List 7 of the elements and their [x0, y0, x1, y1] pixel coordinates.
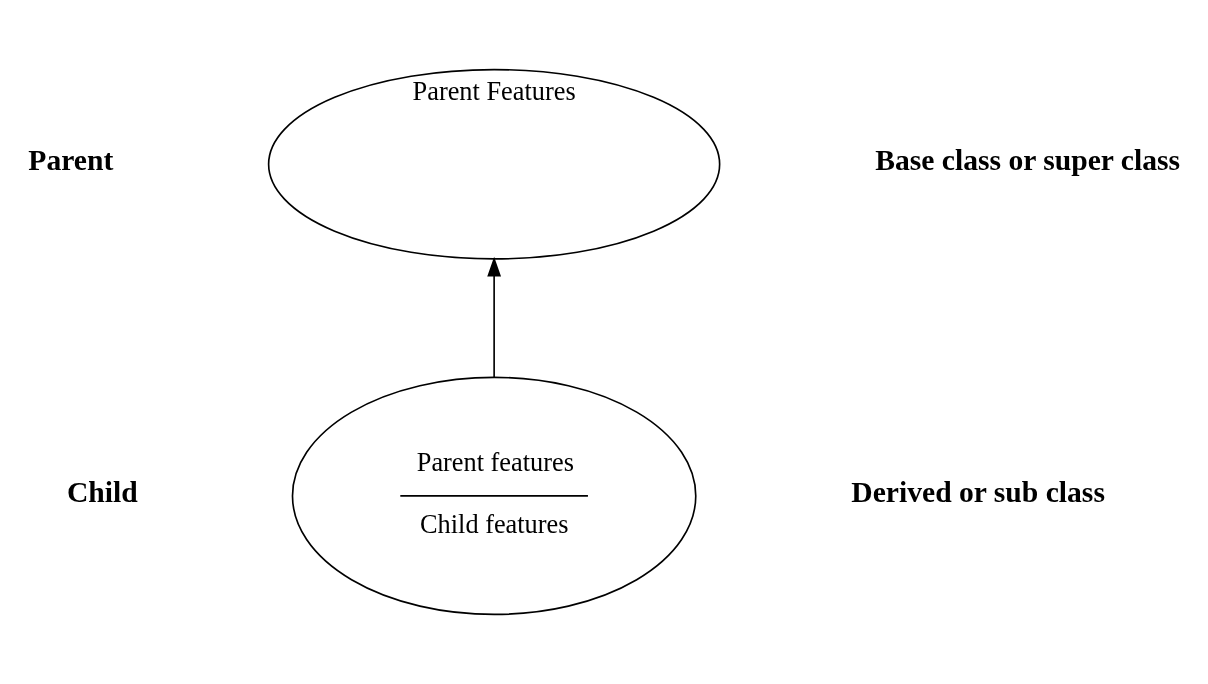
arrow — [487, 256, 502, 378]
label: Base class or super class — [875, 143, 1181, 176]
node-ellipse: Parent Features — [267, 68, 721, 260]
label: Child — [66, 475, 138, 508]
label: Parent — [28, 143, 114, 176]
node-ellipse: Parent features Child features — [291, 376, 697, 616]
label: Derived or sub class — [851, 475, 1105, 508]
